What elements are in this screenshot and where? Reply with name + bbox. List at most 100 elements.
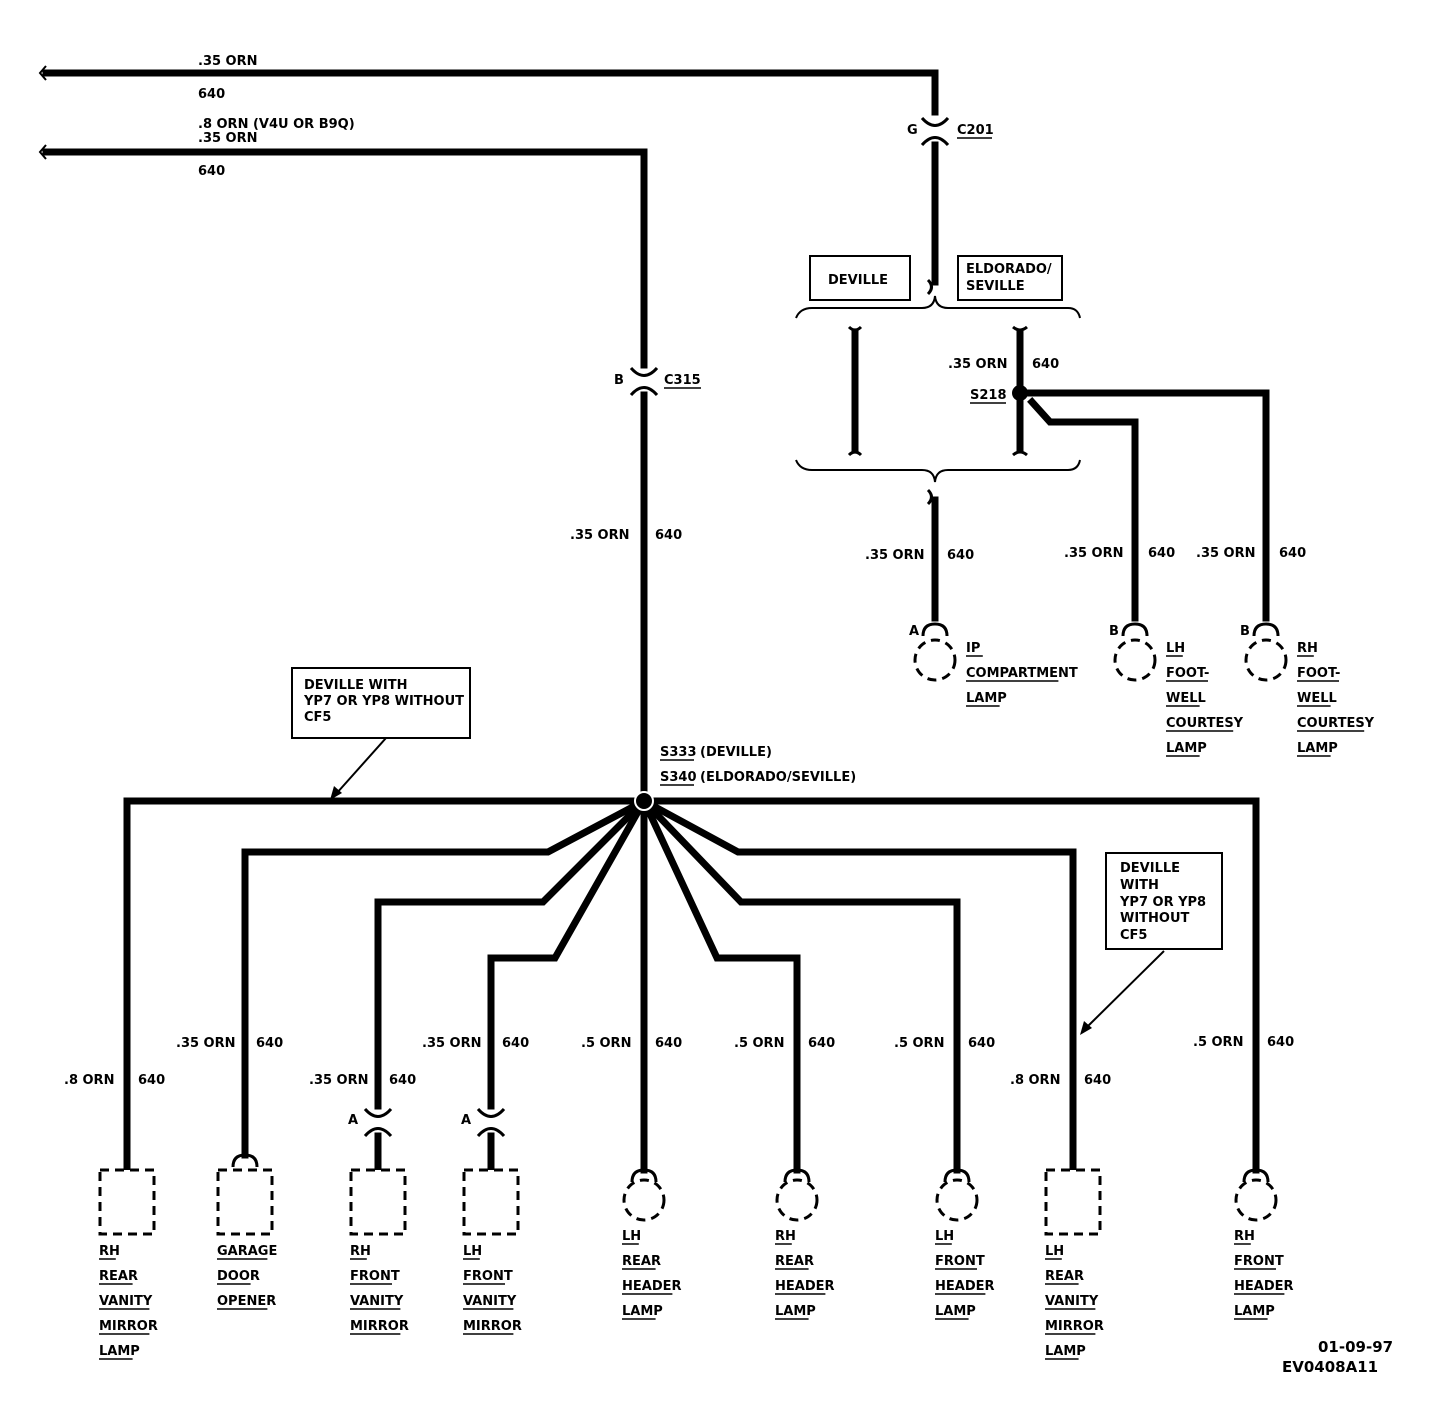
c315-down-gauge: .35 ORN — [570, 528, 630, 543]
upper-component-pin: B — [1240, 624, 1250, 639]
ip-circuit: 640 — [947, 548, 974, 563]
top-wire-1-circuit: 640 — [198, 87, 225, 102]
branch-3-label-1: FRONT — [463, 1269, 513, 1284]
upper-component-0-label-0: IP — [966, 641, 980, 656]
upper-component-1-label-1: FOOT- — [1166, 666, 1209, 681]
branch-7-label-1: REAR — [1045, 1269, 1084, 1284]
note-right: DEVILLE WITH YP7 OR YP8 WITHOUT CF5 — [1080, 852, 1223, 1035]
option-bracket: DEVILLE ELDORADO/ SEVILLE — [795, 255, 1081, 506]
upper-component-2-label-0: RH — [1297, 641, 1318, 656]
footer-date: 01-09-97 — [1318, 1338, 1393, 1356]
branch-circuit: 640 — [389, 1073, 416, 1088]
branch-circuit: 640 — [808, 1036, 835, 1051]
branch-circuit: 640 — [655, 1036, 682, 1051]
upper-component-2-label-1: FOOT- — [1297, 666, 1340, 681]
branch-1-label-0: GARAGE — [217, 1244, 277, 1259]
note-right-4: WITHOUT — [1120, 911, 1190, 926]
eldorado-label-2: SEVILLE — [966, 279, 1025, 294]
branch-2-label-2: VANITY — [350, 1294, 404, 1309]
upper-component-2-label-3: COURTESY — [1297, 716, 1375, 731]
c201-label: C201 — [957, 123, 994, 138]
s218-gauge: .35 ORN — [948, 357, 1008, 372]
note-left-2: YP7 OR YP8 WITHOUT — [303, 694, 464, 709]
s333-label: S333 — [660, 745, 697, 760]
branch-6-label-0: LH — [935, 1229, 954, 1244]
branch-gauge: .35 ORN — [422, 1036, 482, 1051]
branch-5-label-0: RH — [775, 1229, 796, 1244]
branch-gauge: .35 ORN — [176, 1036, 236, 1051]
branch-6-label-1: FRONT — [935, 1254, 985, 1269]
s218-circuit: 640 — [1032, 357, 1059, 372]
branch-8-label-0: RH — [1234, 1229, 1255, 1244]
top-wire-1-gauge: .35 ORN — [198, 54, 258, 69]
s340-label: S340 — [660, 770, 697, 785]
top-wire-2-circuit: 640 — [198, 164, 225, 179]
branch-0-label-0: RH — [99, 1244, 120, 1259]
branch-7-label-2: VANITY — [1045, 1294, 1099, 1309]
branch-7-label-0: LH — [1045, 1244, 1064, 1259]
s333-note: (DEVILLE) — [700, 745, 772, 760]
note-right-3: YP7 OR YP8 — [1119, 895, 1206, 910]
note-left-1: DEVILLE WITH — [304, 678, 407, 693]
eldorado-box — [957, 255, 1063, 301]
branch-6-label-3: LAMP — [935, 1304, 976, 1319]
eldorado-label-1: ELDORADO/ — [966, 262, 1052, 277]
note-left-3: CF5 — [304, 710, 331, 725]
branch-circuit: 640 — [256, 1036, 283, 1051]
splice-s218: .35 ORN 640 S218 — [948, 357, 1270, 622]
upper-component-2-label-2: WELL — [1297, 691, 1337, 706]
branch-7-label-4: LAMP — [1045, 1344, 1086, 1359]
branch-6-label-2: HEADER — [935, 1279, 995, 1294]
c315-down-circuit: 640 — [655, 528, 682, 543]
branch-5-label-3: LAMP — [775, 1304, 816, 1319]
c201-pin: G — [907, 123, 918, 138]
branch-1-label-2: OPENER — [217, 1294, 276, 1309]
upper-component-1-label-3: COURTESY — [1166, 716, 1244, 731]
branch-8-label-1: FRONT — [1234, 1254, 1284, 1269]
note-left: DEVILLE WITH YP7 OR YP8 WITHOUT CF5 — [291, 667, 471, 800]
note-right-5: CF5 — [1120, 928, 1147, 943]
branch-0-label-4: LAMP — [99, 1344, 140, 1359]
branch-pin: A — [348, 1113, 358, 1128]
branch-2-label-3: MIRROR — [350, 1319, 409, 1334]
branch-circuit: 640 — [502, 1036, 529, 1051]
top-wire-1: .35 ORN 640 — [38, 54, 939, 116]
upper-component-0-label-2: LAMP — [966, 691, 1007, 706]
top-wire-2: .8 ORN (V4U OR B9Q) .35 ORN 640 — [38, 117, 648, 369]
note-right-2: WITH — [1120, 878, 1159, 893]
branch-5-label-2: HEADER — [775, 1279, 835, 1294]
branch-0-label-2: VANITY — [99, 1294, 153, 1309]
rh-foot-gauge: .35 ORN — [1196, 546, 1256, 561]
branch-circuit: 640 — [1267, 1035, 1294, 1050]
upper-components: AIPCOMPARTMENTLAMPBLHFOOT-WELLCOURTESYLA… — [909, 622, 1375, 757]
connector-c201: G C201 — [907, 116, 994, 286]
footer: 01-09-97 EV0408A11 — [1282, 1338, 1393, 1376]
branch-2-label-1: FRONT — [350, 1269, 400, 1284]
lh-foot-circuit: 640 — [1148, 546, 1175, 561]
branch-pin: A — [461, 1113, 471, 1128]
splice-s333: S333 (DEVILLE) S340 (ELDORADO/SEVILLE) — [660, 745, 856, 786]
upper-component-1-label-2: WELL — [1166, 691, 1206, 706]
branch-4-label-0: LH — [622, 1229, 641, 1244]
footer-code: EV0408A11 — [1282, 1358, 1378, 1376]
branch-gauge: .5 ORN — [894, 1036, 944, 1051]
upper-component-2: B RH FOOT- WELL COURTESY LAMP — [1240, 622, 1375, 757]
branch-circuit: 640 — [138, 1073, 165, 1088]
deville-box — [809, 255, 911, 301]
upper-component-2-label-4: LAMP — [1297, 741, 1338, 756]
c315-label: C315 — [664, 373, 701, 388]
connector-c315: B C315 .35 ORN 640 — [570, 366, 701, 804]
branch-4-label-2: HEADER — [622, 1279, 682, 1294]
